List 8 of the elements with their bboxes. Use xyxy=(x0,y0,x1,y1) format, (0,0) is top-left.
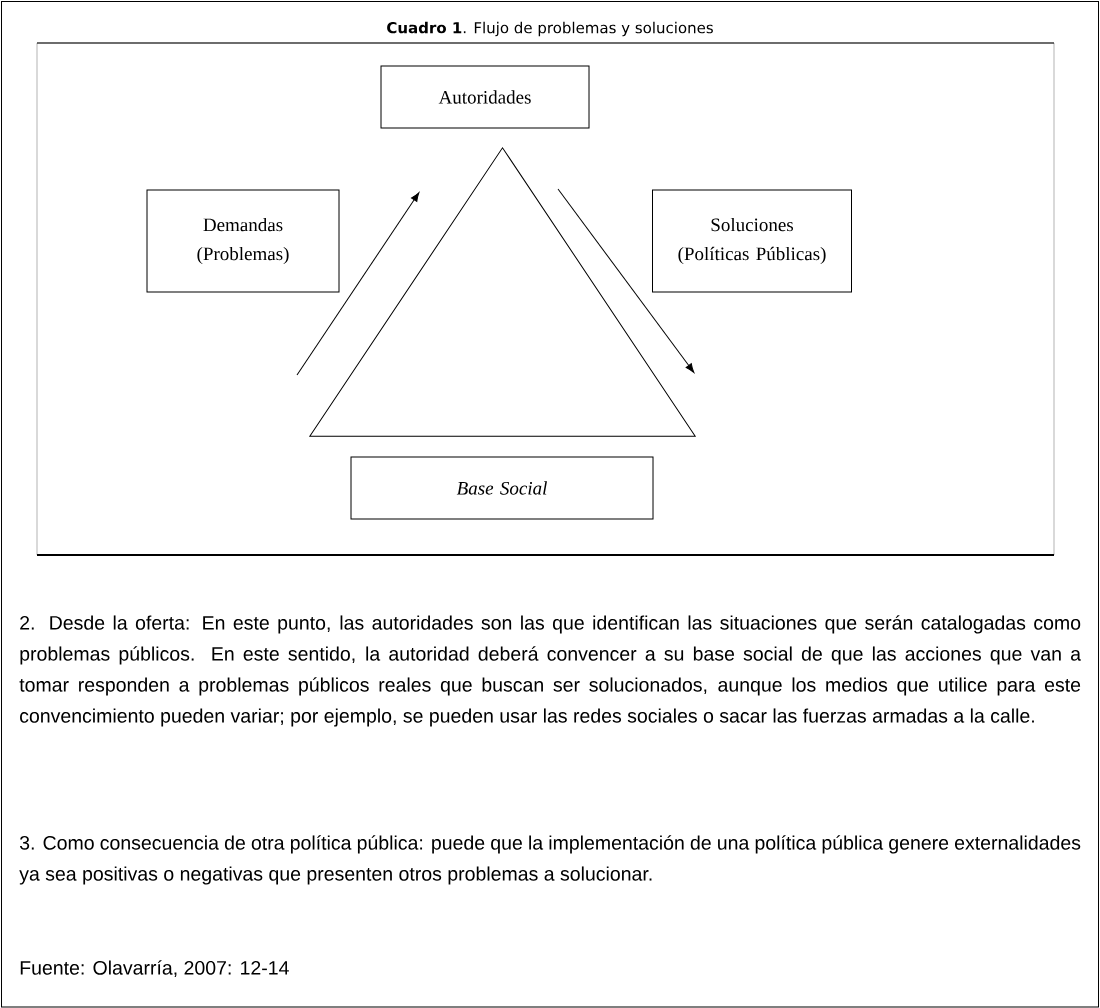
paragraph: Fuente: Olavarría, 2007: 12-14 xyxy=(20,960,289,978)
text-box: Autoridades xyxy=(380,65,590,129)
paragraph: 2. Desde la oferta: En este punto, las autoridades son las que identifican las situaciones que serán catalogadas como problemas públicos. En este sentido, la autoridad deberá convencer a su base social de que las acciones que van a tomar responden a problemas públicos reales que buscan ser solucionados, aunque los medios que utilice para este convencimiento pueden variar; por ejemplo, se pueden usar las redes sociales o sacar las fuerzas armadas a la calle. xyxy=(19,615,1081,727)
text-box: Soluciones (Políticas Públicas) xyxy=(652,189,852,293)
text-box: Demandas (Problemas) xyxy=(146,189,340,293)
figure-title: Cuadro 1. Flujo de problemas y soluciones xyxy=(384,19,716,39)
text-box: Base Social xyxy=(350,456,654,520)
paragraph: 3. Como consecuencia de otra política pública: puede que la implementación de una política pública genere externalidades ya sea positivas o negativas que presenten otros problemas a solucionar. xyxy=(19,835,1081,885)
